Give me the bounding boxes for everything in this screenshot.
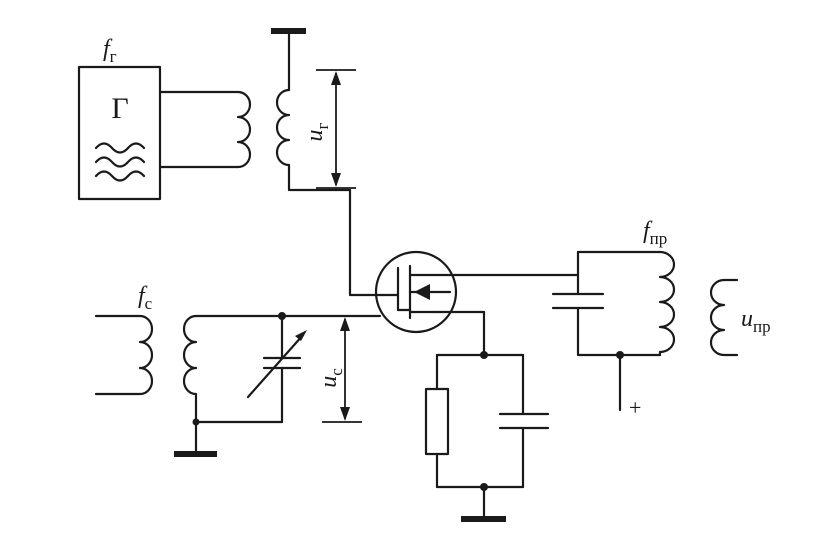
wire-source — [438, 310, 486, 357]
node-left-bottom — [192, 418, 200, 426]
wire-heterodyne-to-gate — [287, 163, 384, 297]
sine-wave-icon — [94, 142, 146, 182]
heterodyne-coil-secondary — [275, 88, 291, 167]
field-effect-transistor — [374, 250, 458, 334]
label-u-sig: uc — [316, 368, 346, 388]
generator-coil-primary — [236, 90, 252, 169]
variable-capacitor — [246, 314, 307, 424]
voltage-arrow-u-sig — [322, 315, 362, 423]
voltage-arrow-u-gen — [316, 69, 356, 189]
tank-capacitor — [551, 292, 605, 310]
tank-bottom-bus — [576, 306, 662, 357]
generator-letter: Г — [111, 92, 128, 125]
transistor-arrow — [414, 284, 430, 300]
resistor — [424, 387, 450, 456]
label-f-sig: fc — [138, 283, 153, 313]
plus-sign: + — [629, 395, 641, 420]
signal-coil-primary — [94, 314, 154, 396]
source-capacitor — [498, 353, 550, 489]
label-f-gen: fг — [103, 36, 117, 66]
tank-coil — [658, 250, 676, 357]
output-coil — [709, 278, 739, 357]
label-f-if: fпр — [643, 218, 667, 248]
generator-block — [77, 65, 162, 201]
label-u-gen: uг — [302, 122, 332, 141]
signal-coil-secondary — [182, 314, 198, 424]
label-u-if: uпр — [741, 306, 771, 336]
